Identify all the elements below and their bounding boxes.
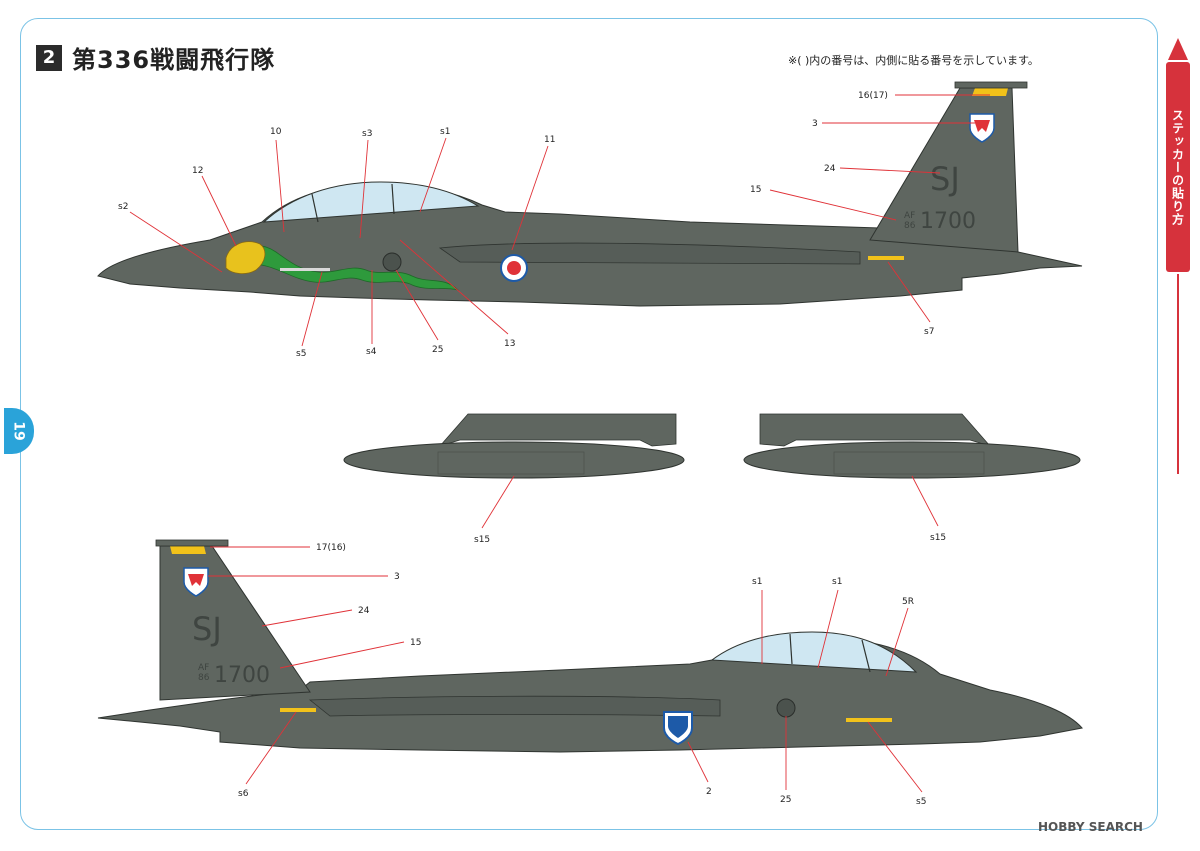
label-11: 11 — [544, 135, 555, 145]
label-12: 12 — [192, 166, 203, 176]
leader-lines-tanks — [481, 475, 939, 529]
tail-code-top: SJ — [930, 160, 960, 198]
label-s7: s7 — [924, 327, 934, 337]
section-title: 第336戦闘飛行隊 — [72, 46, 276, 74]
label-s3: s3 — [362, 129, 372, 139]
side-index-tab: ステッカーの貼り方 — [1162, 38, 1192, 478]
tail-shield-bottom — [183, 567, 209, 597]
fin-cap-top — [954, 81, 1028, 89]
stencil-s5-bottom — [846, 718, 892, 722]
label-s5-top: s5 — [296, 349, 306, 359]
label-s4: s4 — [366, 347, 377, 357]
watermark: HOBBY SEARCH — [1038, 820, 1143, 834]
conformal-tank-bottom — [308, 695, 721, 717]
tail-af-top: AF — [904, 211, 915, 221]
stencil-s7-top — [868, 256, 904, 260]
squadron-patch-inner — [507, 261, 521, 275]
label-3-top: 3 — [812, 119, 818, 129]
label-5R: 5R — [902, 597, 914, 607]
tab-line — [1177, 274, 1179, 474]
label-10: 10 — [270, 127, 282, 137]
fin-cap-bottom — [155, 539, 229, 547]
label-s1-top: s1 — [440, 127, 450, 137]
leader-lines-bottom — [208, 546, 923, 793]
label-s15-right: s15 — [930, 533, 946, 543]
dragon-head — [225, 241, 266, 274]
aircraft-right-view: SJ AF 86 1700 — [97, 539, 1083, 753]
canopy-top — [262, 181, 480, 223]
tab-arrow-icon — [1168, 38, 1188, 60]
label-s1-bottom-a: s1 — [752, 577, 762, 587]
labels-bottom: 17(16) 3 24 15 s1 s1 5R s6 2 25 s5 — [238, 543, 926, 807]
label-25-top: 25 — [432, 345, 443, 355]
aircraft-left-view: SJ AF 86 1700 — [97, 81, 1083, 307]
tail-af-bottom: AF — [198, 663, 209, 673]
canopy-frame-bottom-2 — [789, 633, 793, 665]
stencil-s5-top — [280, 268, 330, 271]
label-s1-bottom-b: s1 — [832, 577, 842, 587]
label-16-17: 16(17) — [858, 91, 888, 101]
tail-code-bottom: SJ — [192, 610, 222, 648]
tank-right — [743, 413, 1081, 479]
label-s5-bottom: s5 — [916, 797, 926, 807]
fin-stripe-bottom — [170, 546, 206, 554]
label-s6: s6 — [238, 789, 249, 799]
label-2: 2 — [706, 787, 712, 797]
label-24-top: 24 — [824, 164, 836, 174]
canopy-frame-top — [311, 193, 319, 223]
label-s15-left: s15 — [474, 535, 490, 545]
tab-label: ステッカーの貼り方 — [1170, 108, 1185, 226]
tail-year-bottom: 86 — [198, 673, 210, 683]
label-15-bottom: 15 — [410, 638, 421, 648]
canopy-frame-bottom — [861, 639, 871, 673]
canopy-frame-top-2 — [391, 183, 395, 215]
tail-serial-bottom: 1700 — [214, 663, 270, 688]
tail-year-top: 86 — [904, 221, 916, 231]
leader-lines-top — [129, 94, 990, 347]
conformal-tank-top — [438, 242, 861, 265]
label-25-bottom: 25 — [780, 795, 791, 805]
label-15-top: 15 — [750, 185, 761, 195]
tank-left — [343, 413, 685, 479]
label-17-16: 17(16) — [316, 543, 346, 553]
tail-shield-top — [969, 113, 995, 143]
roundel-top — [382, 252, 402, 272]
roundel-bottom — [776, 698, 796, 718]
tab-label-box: ステッカーの貼り方 — [1166, 62, 1190, 272]
fin-stripe-top — [972, 88, 1008, 96]
canopy-bottom — [710, 631, 918, 673]
label-s2: s2 — [118, 202, 128, 212]
label-3-bottom: 3 — [394, 572, 400, 582]
label-13: 13 — [504, 339, 515, 349]
section-number-badge: 2 — [36, 44, 62, 71]
labels-top: 16(17) 3 24 15 10 12 s2 s3 s1 11 s5 s4 2… — [118, 91, 934, 359]
stencil-s6-bottom — [280, 708, 316, 712]
tail-serial-top: 1700 — [920, 209, 976, 234]
inner-number-note: ※( )内の番号は、内側に貼る番号を示しています。 — [788, 54, 1039, 67]
wing-shield-bottom — [663, 711, 693, 746]
section-header: 2 第336戦闘飛行隊 — [36, 40, 275, 75]
label-24-bottom: 24 — [358, 606, 370, 616]
